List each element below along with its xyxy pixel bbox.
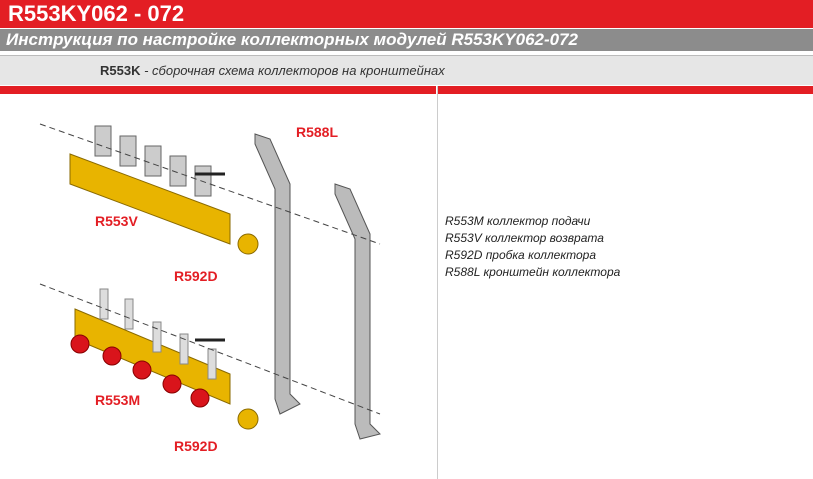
label-r592d-bottom: R592D xyxy=(174,438,218,454)
legend-item: R588L кронштейн коллектора xyxy=(445,265,621,279)
legend: R553M коллектор подачи R553V коллектор в… xyxy=(445,213,620,281)
legend-item: R553V коллектор возврата xyxy=(445,231,604,245)
assembly-diagram xyxy=(39,123,381,440)
section-header: R553K - сборочная схема коллекторов на к… xyxy=(0,55,813,85)
page-title: R553KY062 - 072 xyxy=(0,0,813,28)
label-r553m: R553M xyxy=(95,392,141,408)
red-strip-left xyxy=(0,86,436,94)
label-r592d-top: R592D xyxy=(174,268,218,284)
section-code: R553K xyxy=(100,63,141,78)
arrows xyxy=(195,172,225,342)
column-divider xyxy=(437,86,438,479)
red-strip-right xyxy=(438,86,813,94)
brackets xyxy=(254,133,381,440)
legend-item: R592D пробка коллектора xyxy=(445,248,597,262)
legend-item: R553M коллектор подачи xyxy=(445,214,591,228)
section-title: - сборочная схема коллекторов на кронште… xyxy=(140,63,445,78)
return-manifold xyxy=(69,125,259,255)
supply-manifold xyxy=(70,288,259,430)
label-r553v: R553V xyxy=(95,213,138,229)
label-r588l: R588L xyxy=(296,124,339,140)
page-subtitle: Инструкция по настройке коллекторных мод… xyxy=(0,29,813,51)
